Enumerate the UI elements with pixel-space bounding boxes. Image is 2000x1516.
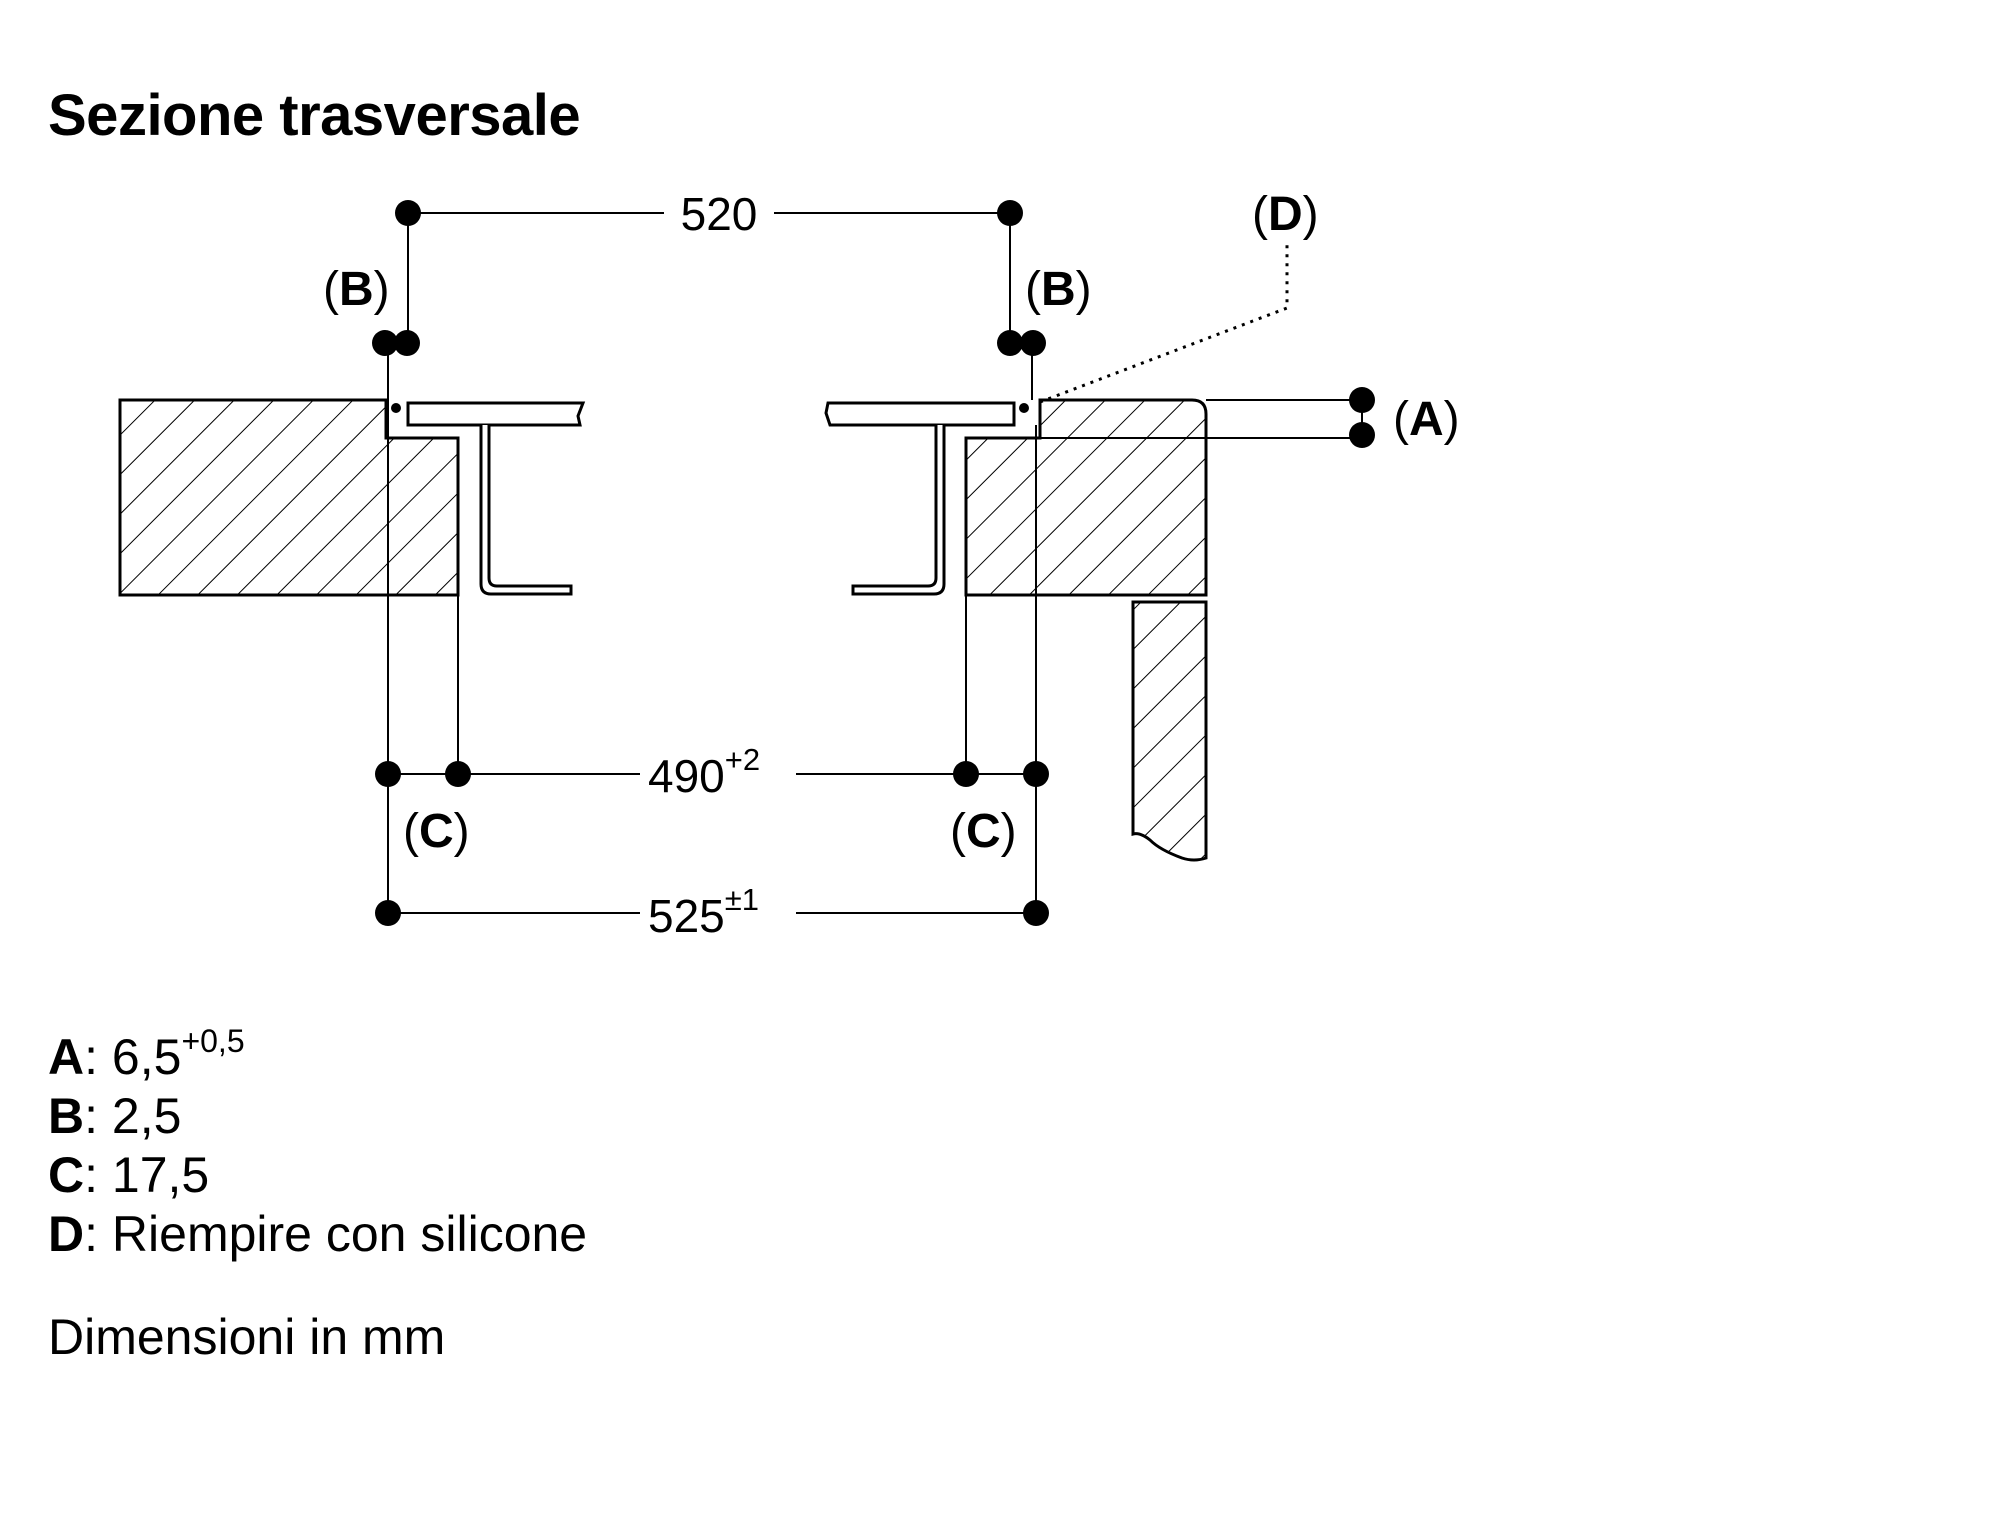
legend-row-d: D: Riempire con silicone [48,1206,588,1262]
callout-c-left: (C) [403,805,470,858]
dimension-490-value: 490 [648,750,725,802]
dimension-490: 490+2 [648,742,760,802]
dimension-520: 520 [681,188,758,240]
legend-row-a: A: 6,5+0,5 [48,1023,245,1085]
legend-value: 2,5 [111,1088,182,1144]
units-note: Dimensioni in mm [48,1309,446,1365]
dimension-525: 525±1 [648,882,759,942]
legend-key: B [48,1088,85,1144]
legend-row-b: B: 2,5 [48,1088,182,1144]
legend-tolerance: +0,5 [181,1023,245,1059]
left-countertop [118,398,460,597]
left-hob-panel [406,401,586,427]
legend: A: 6,5+0,5 B: 2,5 C: 17,5 D: Riempire co… [48,1012,587,1264]
legend-value: 17,5 [111,1147,210,1203]
legend-row-c: C: 17,5 [48,1147,210,1203]
legend-key: D [48,1206,85,1262]
right-countertop [964,398,1208,597]
left-hob-bracket [479,425,573,596]
legend-value: Riempire con silicone [111,1206,588,1262]
dimension-490-tolerance: +2 [725,742,760,777]
right-seal-dot [1019,403,1029,413]
callout-d: (D) [1252,188,1319,241]
silicone-leader-line [1039,245,1289,404]
page-title: Sezione trasversale [48,83,581,148]
right-hob-bracket [851,425,946,596]
legend-value: 6,5 [111,1029,182,1085]
right-cabinet-wall [1131,600,1208,862]
dimension-525-tolerance: ±1 [725,882,759,917]
legend-key: A [48,1029,85,1085]
callout-b-right: (B) [1025,263,1092,316]
callout-b-left: (B) [323,263,390,316]
right-hob-panel [824,401,1016,427]
legend-key: C [48,1147,85,1203]
callout-c-right: (C) [950,805,1017,858]
callout-a: (A) [1393,393,1460,446]
dimension-525-value: 525 [648,890,725,942]
left-seal-dot [391,403,401,413]
